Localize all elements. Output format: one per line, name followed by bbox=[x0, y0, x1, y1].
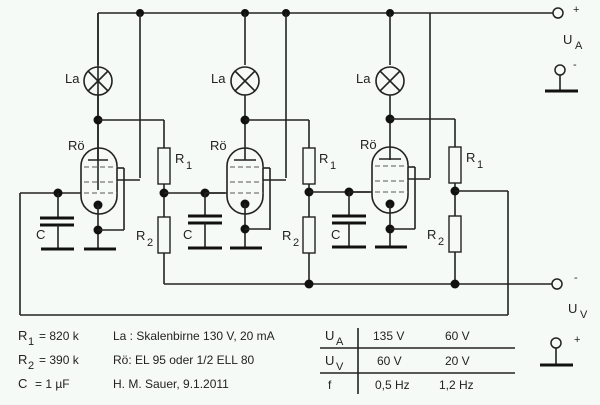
cap-label: C bbox=[331, 227, 340, 242]
table-cell: 135 V bbox=[373, 329, 404, 343]
notes: La : Skalenbirne 130 V, 20 mA Rö: EL 95 … bbox=[113, 329, 275, 391]
svg-text:1: 1 bbox=[330, 160, 336, 172]
resistor-r1 bbox=[157, 147, 171, 185]
cap-label: C bbox=[183, 227, 192, 242]
tube-label: Rö bbox=[210, 138, 227, 153]
tube-label: Rö bbox=[68, 138, 85, 153]
svg-text:V: V bbox=[336, 361, 344, 373]
uv-plus-terminal bbox=[550, 337, 562, 349]
svg-text:U: U bbox=[325, 353, 334, 368]
ua-label-sub: A bbox=[575, 40, 583, 52]
svg-text:2: 2 bbox=[293, 237, 299, 249]
stage-3: La Rö C R 1 R 2 bbox=[331, 13, 509, 315]
table-cell: 60 V bbox=[377, 354, 402, 368]
ua-plus-sign: + bbox=[573, 4, 579, 16]
svg-text:U: U bbox=[325, 328, 334, 343]
table-cell: 1,2 Hz bbox=[439, 378, 474, 392]
svg-text:1: 1 bbox=[477, 159, 483, 171]
table-cell: 0,5 Hz bbox=[375, 378, 410, 392]
author-note: H. M. Sauer, 9.1.2011 bbox=[113, 377, 229, 391]
r2-label: R bbox=[136, 228, 145, 243]
resistor-r2 bbox=[157, 216, 171, 254]
svg-text:R: R bbox=[18, 352, 27, 367]
uv-minus-sign: - bbox=[574, 272, 578, 284]
svg-text:2: 2 bbox=[147, 237, 153, 249]
uv-minus-terminal bbox=[551, 278, 563, 290]
component-list: R 1 = 820 k R 2 = 390 k C = 1 µF bbox=[18, 328, 80, 391]
ua-minus-sign: - bbox=[573, 59, 577, 71]
uv-label: U bbox=[568, 301, 577, 316]
table-cell: 60 V bbox=[445, 329, 470, 343]
svg-text:2: 2 bbox=[28, 360, 34, 372]
svg-text:R: R bbox=[18, 328, 27, 343]
r1-label: R bbox=[466, 150, 475, 165]
table-cell: 20 V bbox=[445, 354, 470, 368]
r1-value: = 820 k bbox=[39, 329, 80, 343]
cap-label: C bbox=[36, 227, 45, 242]
svg-text:1: 1 bbox=[28, 336, 34, 348]
uv-label-sub: V bbox=[580, 309, 588, 321]
resistor-r1 bbox=[448, 146, 462, 184]
svg-text:C: C bbox=[18, 376, 27, 391]
r2-label: R bbox=[427, 227, 436, 242]
resistor-r1 bbox=[302, 147, 316, 185]
r1-label: R bbox=[175, 151, 184, 166]
resistor-r2 bbox=[302, 216, 316, 254]
svg-text:A: A bbox=[336, 336, 344, 348]
svg-text:1: 1 bbox=[186, 160, 192, 172]
r2-label: R bbox=[282, 228, 291, 243]
ua-minus-terminal bbox=[554, 64, 566, 76]
r2-value: = 390 k bbox=[39, 353, 80, 367]
c-value: = 1 µF bbox=[35, 377, 70, 391]
tube-icon bbox=[80, 147, 118, 215]
ua-plus-terminal bbox=[552, 7, 564, 19]
resistor-r2 bbox=[448, 215, 462, 253]
lamp-label: La bbox=[65, 71, 80, 86]
r1-label: R bbox=[319, 151, 328, 166]
tube-label: Rö bbox=[360, 137, 377, 152]
uv-plus-sign: + bbox=[574, 334, 580, 346]
stage-2: La Rö C R 1 R 2 bbox=[183, 13, 370, 284]
operating-table: U A 135 V 60 V U V 60 V 20 V f 0,5 Hz 1,… bbox=[320, 328, 515, 394]
ua-label: U bbox=[563, 32, 572, 47]
lamp-label: La bbox=[356, 71, 371, 86]
lamp-label: La bbox=[211, 71, 226, 86]
tube-note: Rö: EL 95 oder 1/2 ELL 80 bbox=[113, 353, 255, 367]
lamp-note: La : Skalenbirne 130 V, 20 mA bbox=[113, 329, 275, 343]
svg-text:f: f bbox=[328, 378, 332, 392]
svg-text:2: 2 bbox=[438, 236, 444, 248]
stage-1: La Rö C R 1 R 2 bbox=[20, 13, 225, 284]
